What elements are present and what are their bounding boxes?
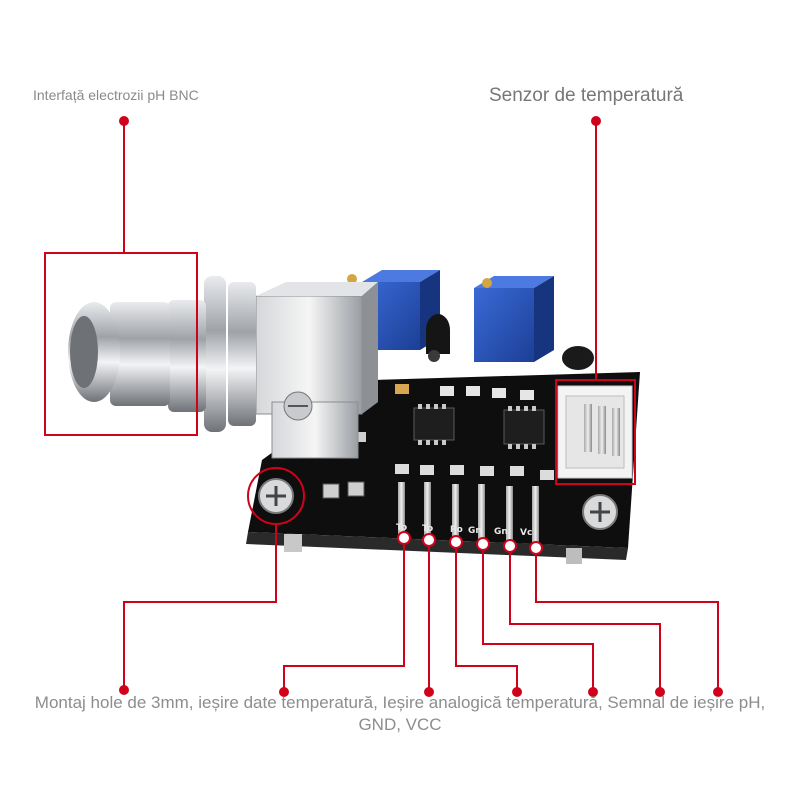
- callout-dot: [713, 687, 723, 697]
- callouts: [44, 116, 723, 697]
- pin-label: Po: [450, 525, 463, 535]
- capacitor: [562, 346, 594, 370]
- pin-label: Gn: [468, 526, 482, 536]
- callout-dot: [424, 687, 434, 697]
- trimpot-right: [474, 276, 554, 362]
- pin-description-caption: Montaj hole de 3mm, ieșire date temperat…: [34, 693, 766, 734]
- callout-ring: [397, 531, 411, 545]
- callout-ring: [422, 533, 436, 547]
- callout-box-temp: [555, 379, 636, 485]
- pin-label: To: [396, 523, 407, 533]
- callout-dot: [655, 687, 665, 697]
- header-pins: To To Po Gn Gn Vc: [396, 482, 539, 546]
- pin-label: Gn: [494, 527, 508, 537]
- callout-dot: [119, 685, 129, 695]
- pin-label: Vc: [520, 528, 532, 538]
- mount-screw-right: [582, 494, 618, 530]
- callout-dot: [279, 687, 289, 697]
- callout-dot: [512, 687, 522, 697]
- callout-ring: [476, 537, 490, 551]
- temp-sensor-label: Senzor de temperatură: [489, 85, 684, 106]
- callout-box-bnc: [44, 252, 198, 436]
- bnc-connector: [68, 276, 378, 459]
- callout-ring: [529, 541, 543, 555]
- callout-ring: [503, 539, 517, 553]
- bnc-interface-label: Interfață electrozii pH BNC: [33, 87, 199, 103]
- pin-label: To: [422, 524, 433, 534]
- callout-dot: [588, 687, 598, 697]
- mount-screw-left: [258, 478, 294, 514]
- temp-sensor-body: [426, 314, 450, 362]
- jst-connector: [557, 385, 633, 479]
- callout-ring: [449, 535, 463, 549]
